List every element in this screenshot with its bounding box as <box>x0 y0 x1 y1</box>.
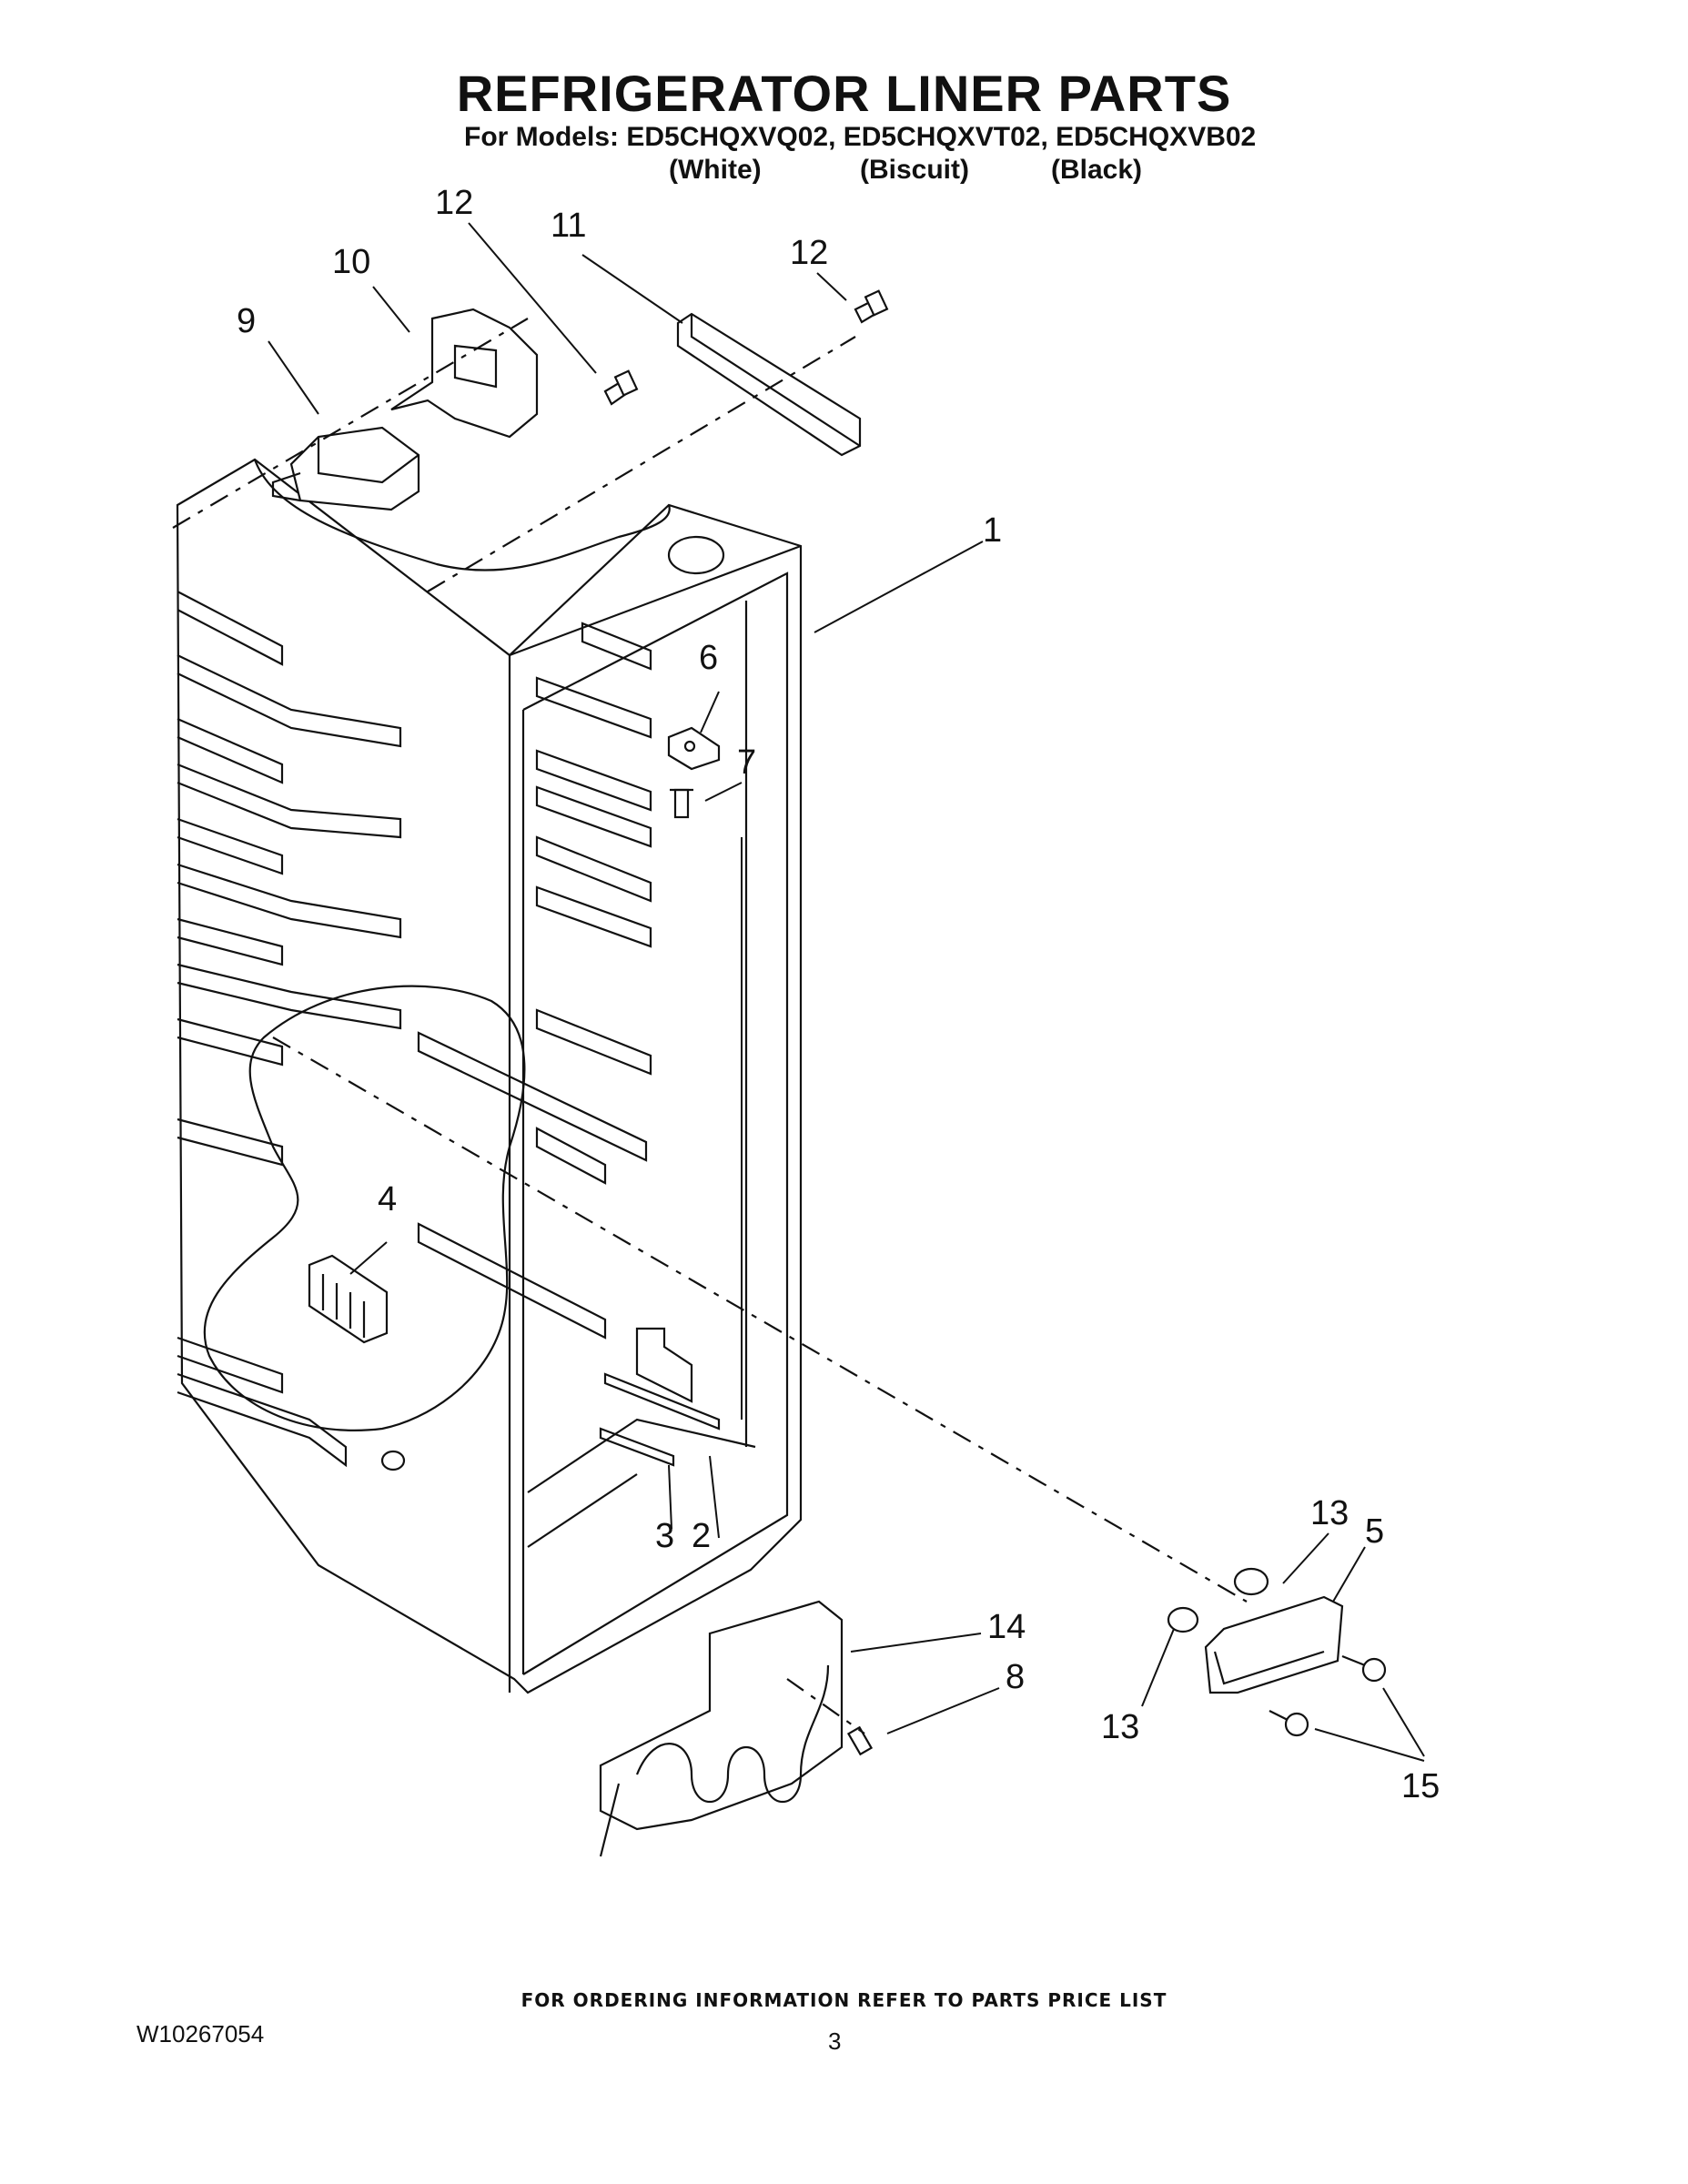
callout-12-right: 12 <box>790 234 828 272</box>
part-11-rail <box>676 312 862 457</box>
part-8-screw <box>846 1725 874 1756</box>
part-4-vent <box>308 1254 389 1344</box>
callout-5: 5 <box>1365 1512 1384 1551</box>
callout-4: 4 <box>378 1180 397 1218</box>
part-13-grommets <box>1167 1567 1269 1633</box>
callout-13-bottom: 13 <box>1101 1708 1139 1746</box>
callout-11: 11 <box>551 207 586 245</box>
part-7-screw <box>670 788 693 819</box>
callout-12-left: 12 <box>435 184 473 222</box>
ordering-note: FOR ORDERING INFORMATION REFER TO PARTS … <box>521 1989 1167 2011</box>
refrigerator-liner <box>176 458 803 1694</box>
callout-15: 15 <box>1401 1767 1440 1805</box>
page-number: 3 <box>828 2027 842 2055</box>
callout-2: 2 <box>692 1517 711 1555</box>
color-black: (Black) <box>1051 155 1143 185</box>
part-5-housing <box>1204 1595 1344 1694</box>
part-15-plugs <box>1269 1654 1387 1737</box>
callout-13-top: 13 <box>1310 1494 1349 1532</box>
callout-7: 7 <box>737 743 756 782</box>
callout-8: 8 <box>1006 1658 1025 1696</box>
part-12-screw-right <box>854 289 889 324</box>
callout-1: 1 <box>983 511 1002 550</box>
part-6-clip <box>667 726 721 771</box>
color-white: (White) <box>669 155 762 185</box>
leader-lines <box>268 222 1425 1762</box>
color-biscuit: (Biscuit) <box>860 155 969 185</box>
part-14-evaporator <box>599 1600 844 1857</box>
models-line: For Models: ED5CHQXVQ02, ED5CHQXVT02, ED… <box>464 122 1257 152</box>
callout-6: 6 <box>699 639 718 677</box>
right-shelf-rails <box>417 622 652 1340</box>
part-12-screw-left <box>603 369 639 406</box>
callout-14: 14 <box>987 1608 1026 1646</box>
callout-9: 9 <box>237 302 256 340</box>
callout-10: 10 <box>332 243 370 281</box>
alignment-lines <box>172 318 1248 1734</box>
callout-3: 3 <box>655 1517 674 1555</box>
page-title: REFRIGERATOR LINER PARTS <box>456 65 1232 122</box>
callout-numbers: 1 2 3 4 5 6 7 8 9 10 11 12 12 13 13 14 1… <box>237 184 1440 1805</box>
left-shelf-rails <box>177 591 402 1468</box>
document-number: W10267054 <box>136 2020 265 2048</box>
part-10-bracket <box>390 308 539 439</box>
